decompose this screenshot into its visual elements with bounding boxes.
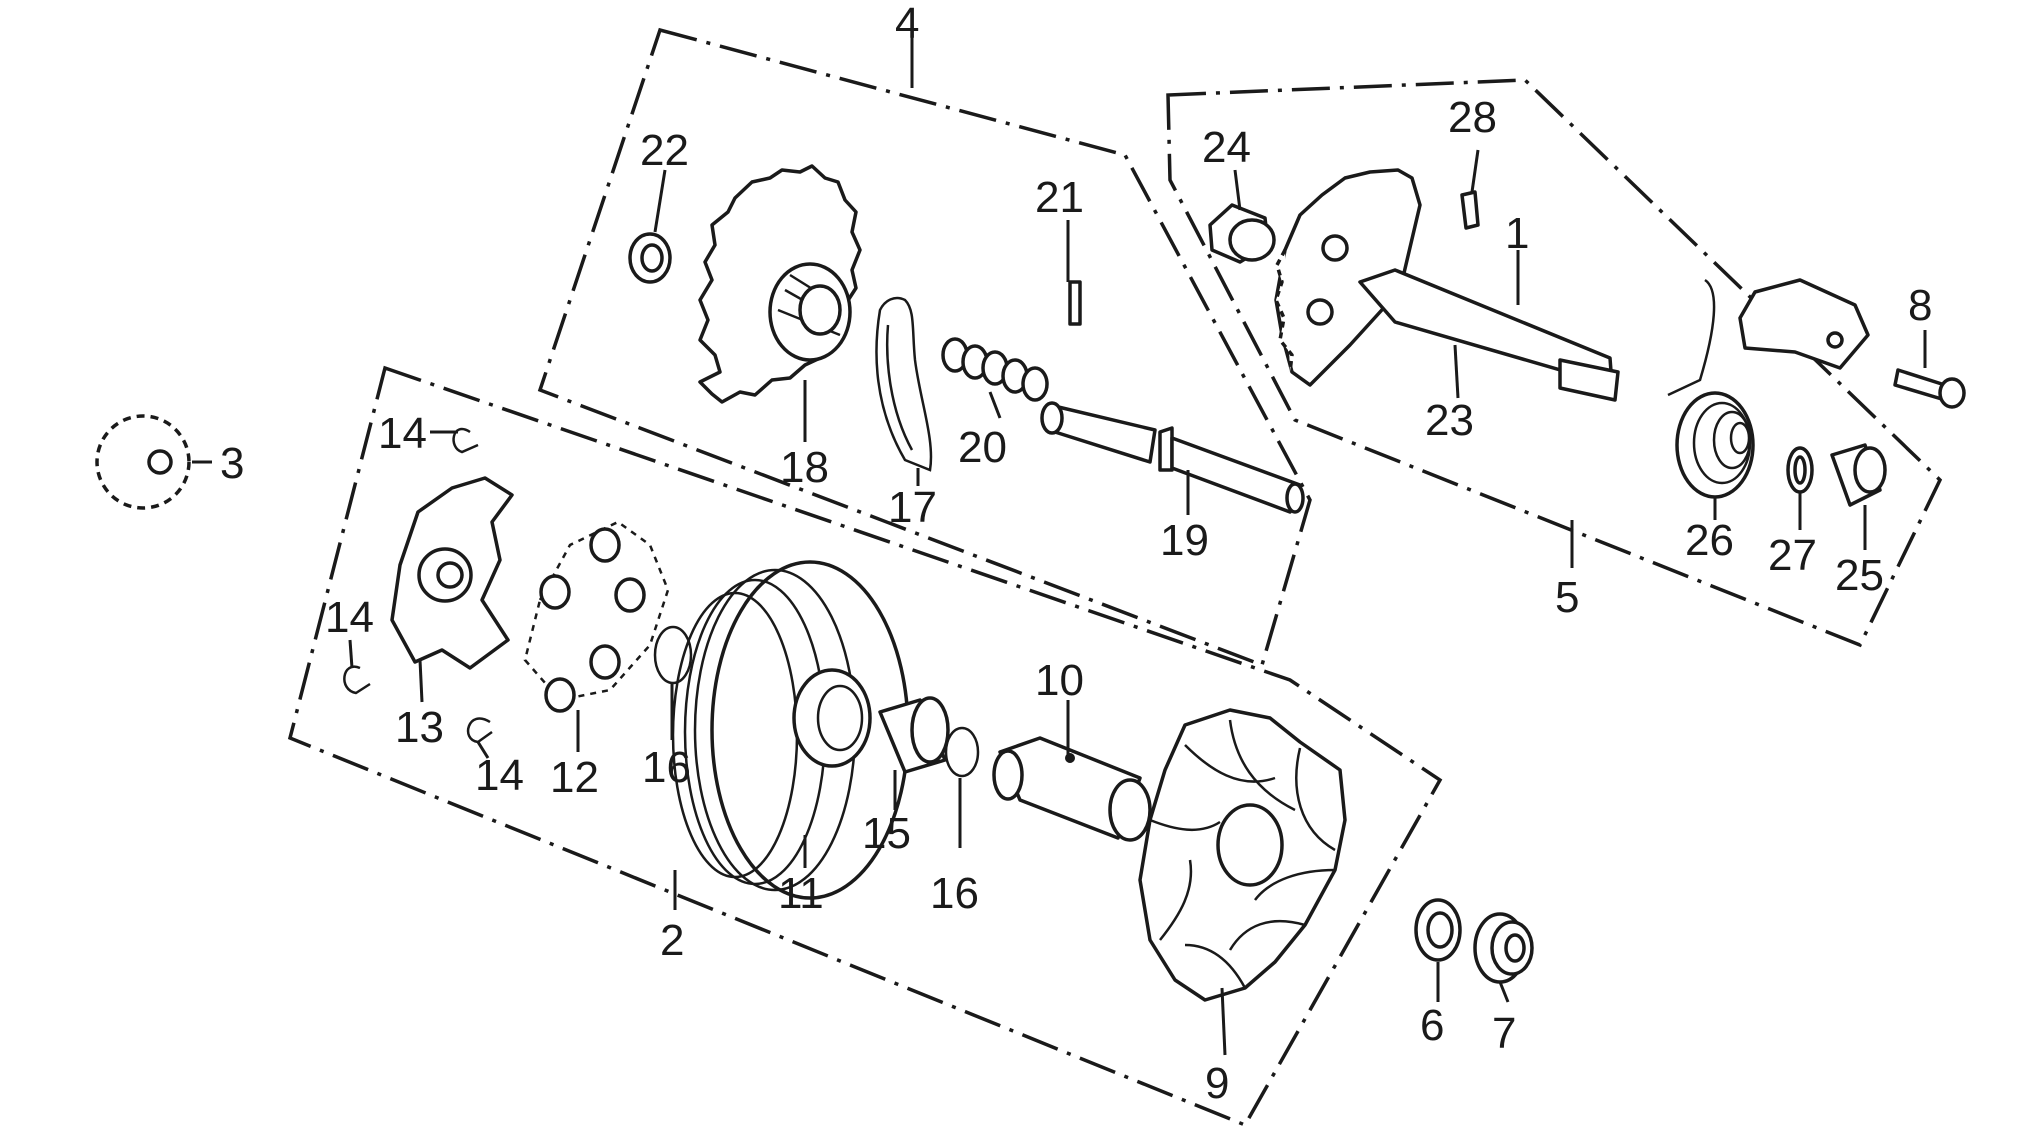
shaft-part-19 xyxy=(1040,401,1305,514)
callout-11: 11 xyxy=(778,869,824,918)
clip-spring-part-17 xyxy=(875,296,933,472)
ramp-plate-part-13 xyxy=(390,476,514,670)
bolt-part-8 xyxy=(1893,368,1966,409)
callout-16a: 16 xyxy=(642,743,691,792)
callout-25: 25 xyxy=(1835,551,1884,600)
callout-27: 27 xyxy=(1768,531,1817,580)
callout-14c: 14 xyxy=(475,751,524,800)
callout-7: 7 xyxy=(1492,1009,1516,1058)
small-gear-part-3 xyxy=(95,414,191,510)
bracket-part-1 xyxy=(1738,278,1870,370)
leader-lines xyxy=(192,32,1927,1056)
pin-part-28 xyxy=(1460,190,1480,230)
nut-part-7 xyxy=(1473,912,1534,984)
callout-22: 22 xyxy=(640,126,689,175)
callout-14a: 14 xyxy=(378,409,427,458)
clip-part-14-bottom xyxy=(466,717,493,744)
callout-23: 23 xyxy=(1425,396,1474,445)
callout-24: 24 xyxy=(1202,123,1251,172)
fan-pulley-part-9 xyxy=(1138,708,1347,1002)
callout-1: 1 xyxy=(1505,209,1529,258)
callout-4: 4 xyxy=(895,0,919,48)
bushing-part-24 xyxy=(1208,203,1276,264)
callout-8: 8 xyxy=(1908,281,1932,330)
torsion-spring-part-26 xyxy=(1667,278,1755,499)
callout-15: 15 xyxy=(862,809,911,858)
washer-part-22 xyxy=(628,232,672,284)
clip-part-14-top xyxy=(452,427,479,454)
roller-weights-part-12 xyxy=(523,520,670,713)
circlip-part-16-right xyxy=(944,726,980,778)
callout-3: 3 xyxy=(220,439,244,488)
callout-16b: 16 xyxy=(930,869,979,918)
callout-26: 26 xyxy=(1685,516,1734,565)
callout-14b: 14 xyxy=(325,593,374,642)
coil-spring-part-20 xyxy=(941,337,1049,402)
callout-10: 10 xyxy=(1035,656,1084,705)
callout-17: 17 xyxy=(888,483,937,532)
pin-part-21 xyxy=(1068,280,1082,326)
callout-2: 2 xyxy=(660,916,684,965)
callout-9: 9 xyxy=(1205,1059,1229,1108)
callout-20: 20 xyxy=(958,423,1007,472)
sleeve-part-10 xyxy=(992,736,1152,842)
clip-part-14-left xyxy=(343,665,371,695)
bushing-part-15 xyxy=(878,696,950,774)
washer-part-6 xyxy=(1414,898,1462,962)
callout-28: 28 xyxy=(1448,93,1497,142)
circlip-part-16-left xyxy=(653,625,693,685)
callout-6: 6 xyxy=(1420,1001,1444,1050)
washer-part-27 xyxy=(1786,446,1814,494)
callout-5: 5 xyxy=(1555,573,1579,622)
callout-18: 18 xyxy=(780,443,829,492)
bushing-part-25 xyxy=(1830,443,1887,507)
callout-12: 12 xyxy=(550,753,599,802)
drive-pulley-part-11 xyxy=(671,560,910,900)
group-outline-2 xyxy=(287,365,1443,1128)
callout-13: 13 xyxy=(395,703,444,752)
group-outline-5 xyxy=(1166,78,1943,648)
gear-part-18 xyxy=(698,164,862,404)
group-outline-4 xyxy=(537,27,1312,668)
kick-gear-part-23 xyxy=(1274,168,1620,402)
callout-21: 21 xyxy=(1035,173,1084,222)
callout-19: 19 xyxy=(1160,516,1209,565)
